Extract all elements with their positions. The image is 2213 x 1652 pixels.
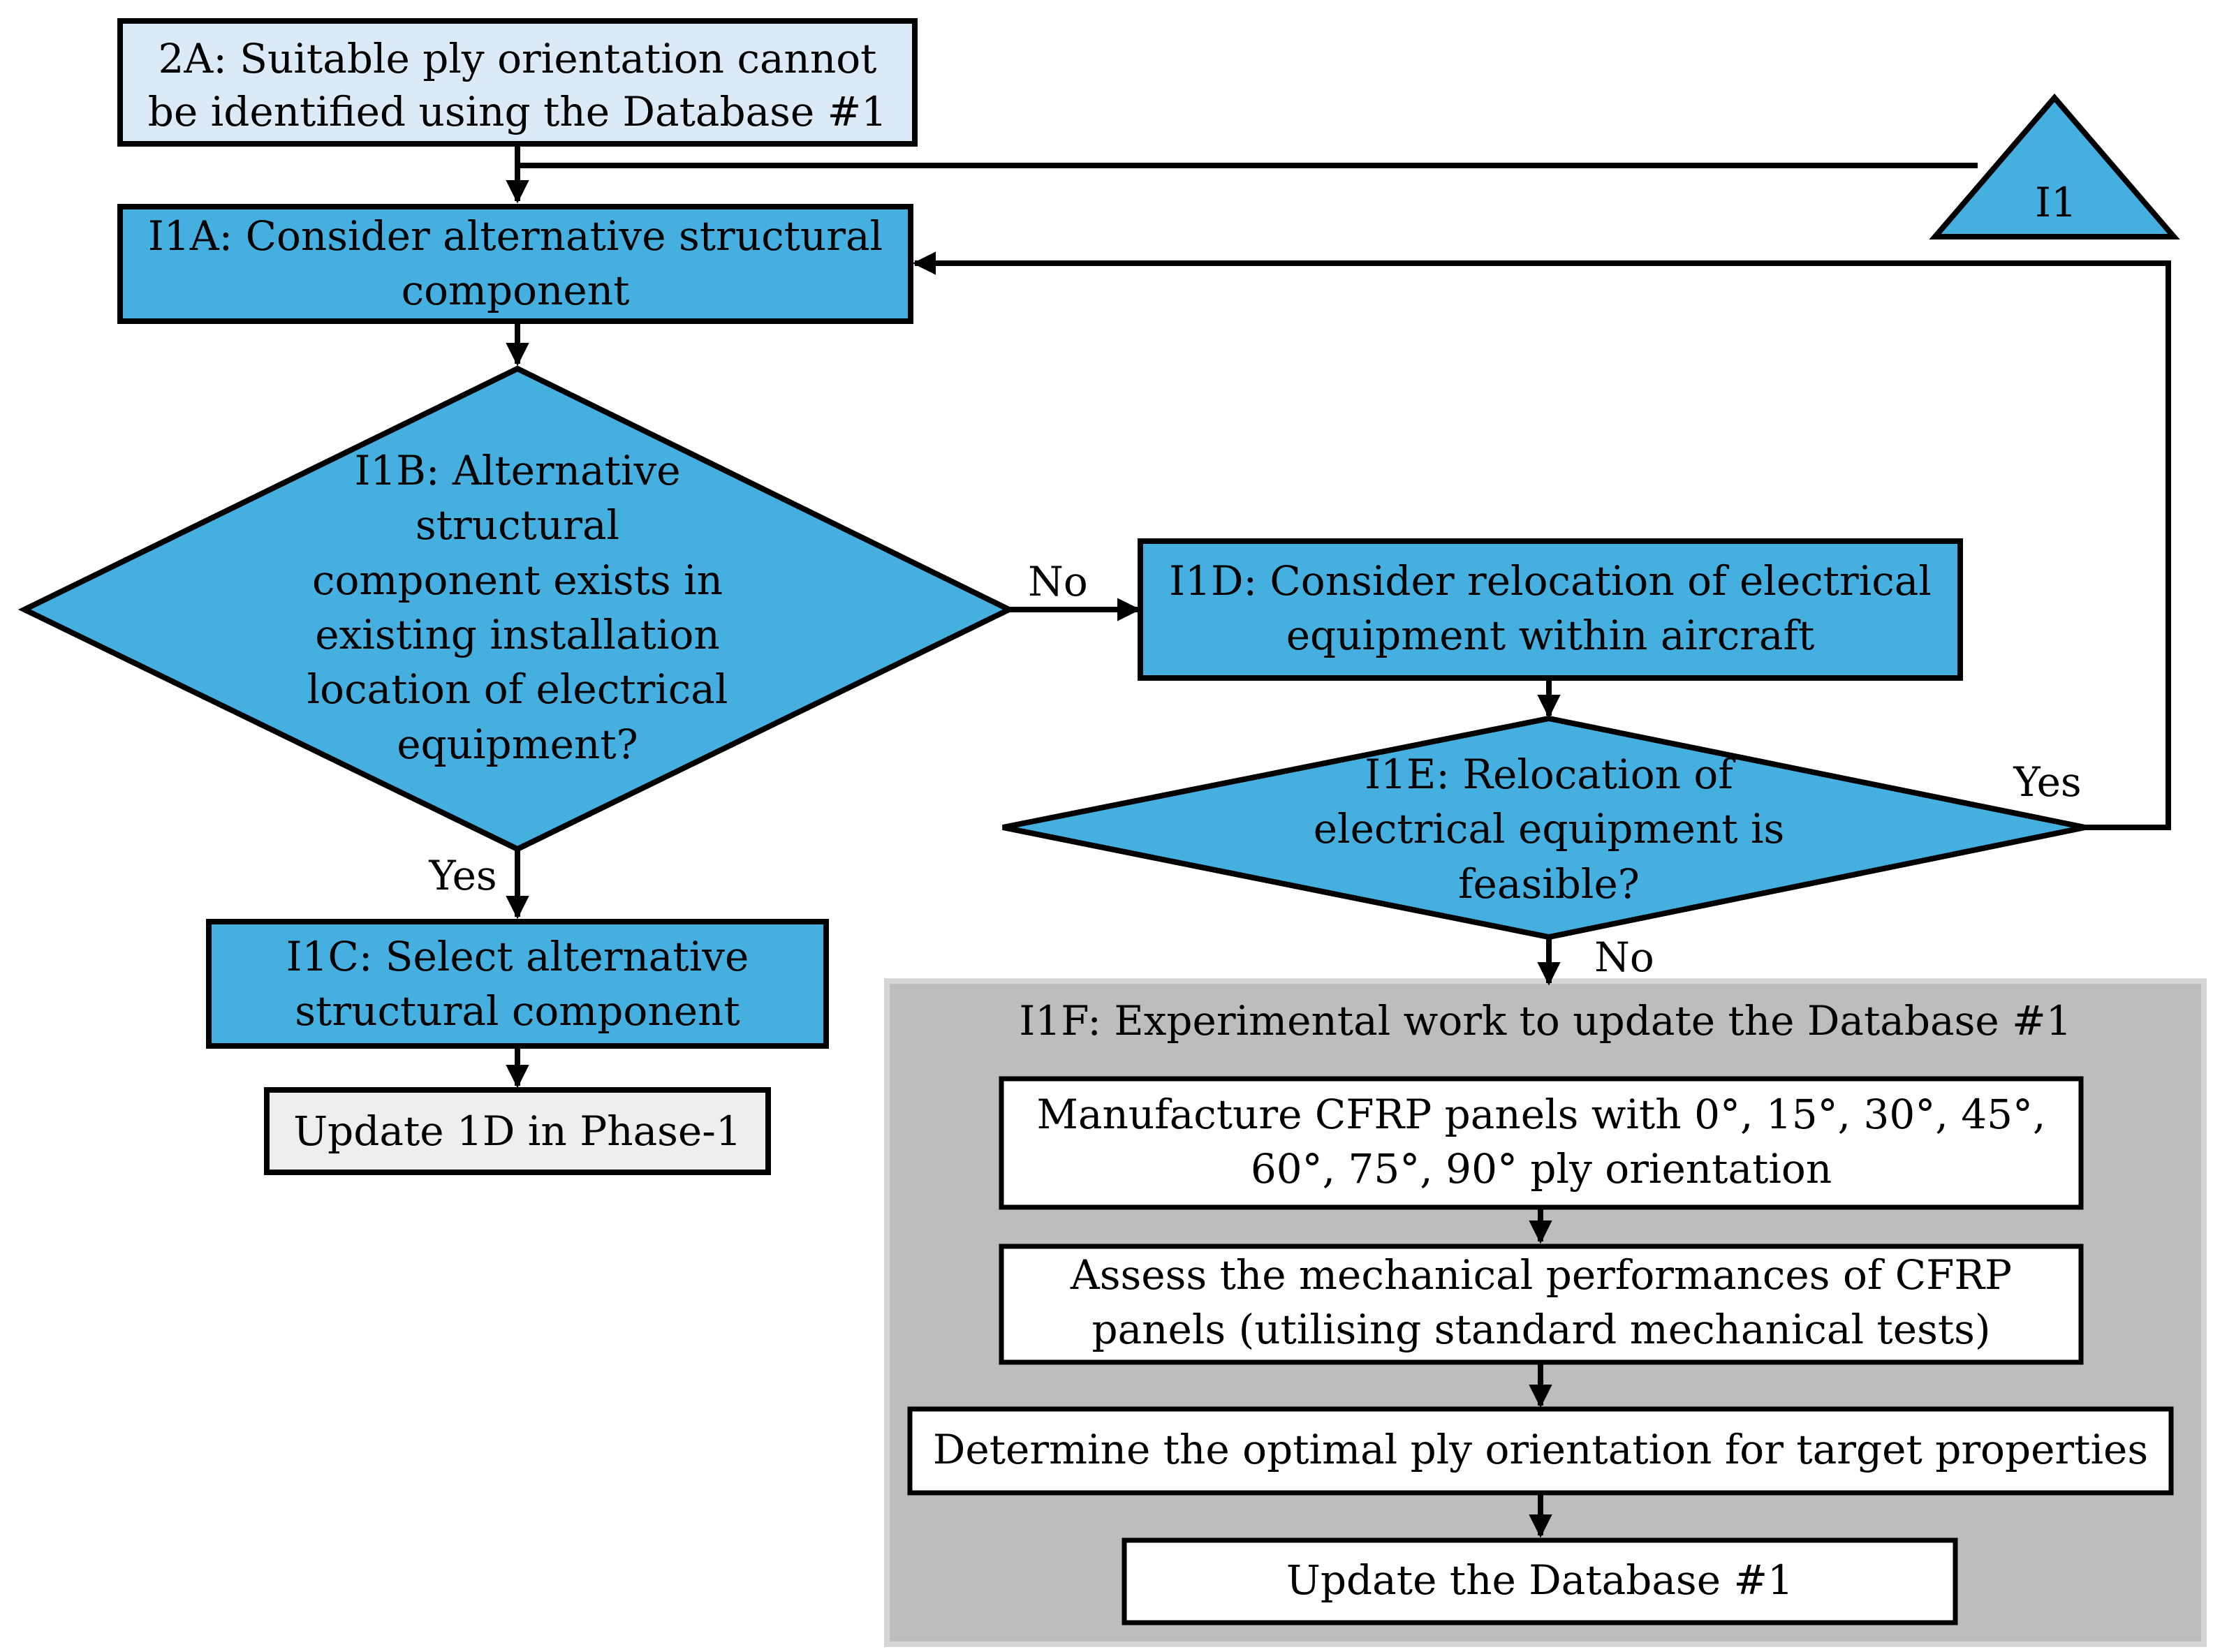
step-update-database: [1122, 1537, 1958, 1625]
step-determine: [907, 1406, 2174, 1496]
step-assess: [999, 1244, 2084, 1365]
node-i1b-line-6: equipment?: [397, 721, 638, 768]
edge-label-i1e-no: No: [1594, 934, 1654, 981]
node-i1e: [1002, 715, 2086, 941]
node-i1a: [117, 204, 913, 324]
edge-label-i1e-yes: Yes: [2013, 758, 2081, 806]
node-i1d-line-1: I1D: Consider relocation of electrical: [1169, 557, 1932, 605]
step-manufacture-line-1: Manufacture CFRP panels with 0°, 15°, 30…: [1037, 1091, 2046, 1138]
node-i1e-line-1: I1E: Relocation of: [1365, 751, 1735, 798]
step-determine-label: Determine the optimal ply orientation fo…: [933, 1426, 2148, 1473]
node-i1d: [1138, 538, 1963, 681]
step-assess-line-1: Assess the mechanical performances of CF…: [1070, 1251, 2012, 1299]
node-i1b: [17, 365, 1016, 853]
step-manufacture-line-2: 60°, 75°, 90° ply orientation: [1251, 1145, 1832, 1193]
node-2a-line-1: 2A: Suitable ply orientation cannot: [159, 35, 877, 82]
edge-i1e-yes-to-i1a: [912, 251, 2171, 830]
edge-label-i1b-yes: Yes: [428, 852, 497, 899]
node-i1a-line-1: I1A: Consider alternative structural: [148, 212, 883, 260]
node-2a: [117, 18, 918, 147]
step-assess-line-2: panels (utilising standard mechanical te…: [1091, 1306, 1990, 1353]
node-update-1d: [264, 1087, 771, 1175]
node-i1c-line-2: structural component: [295, 987, 740, 1035]
panel-i1f-title: I1F: Experimental work to update the Dat…: [1019, 997, 2071, 1045]
node-i1c-line-1: I1C: Select alternative: [286, 933, 749, 980]
node-i1e-line-3: feasible?: [1458, 860, 1640, 908]
node-i1b-line-2: structural: [416, 501, 619, 549]
node-i1b-line-4: existing installation: [315, 611, 720, 658]
step-update-database-label: Update the Database #1: [1286, 1556, 1793, 1604]
node-i1e-line-2: electrical equipment is: [1314, 805, 1785, 853]
node-i1c: [206, 919, 829, 1049]
node-i1d-line-2: equipment within aircraft: [1286, 612, 1815, 659]
node-2a-line-2: be identified using the Database #1: [148, 88, 887, 135]
node-i1a-line-2: component: [402, 267, 630, 314]
step-manufacture: [999, 1076, 2084, 1210]
connector-i1: [1929, 93, 2180, 239]
node-i1b-line-3: component exists in: [312, 556, 723, 604]
node-update-1d-label: Update 1D in Phase-1: [293, 1107, 742, 1155]
connector-i1-label: I1: [2035, 179, 2077, 226]
node-i1b-line-1: I1B: Alternative: [354, 447, 680, 494]
node-i1b-line-5: location of electrical: [307, 665, 728, 713]
edge-label-i1b-no: No: [1028, 558, 1088, 605]
